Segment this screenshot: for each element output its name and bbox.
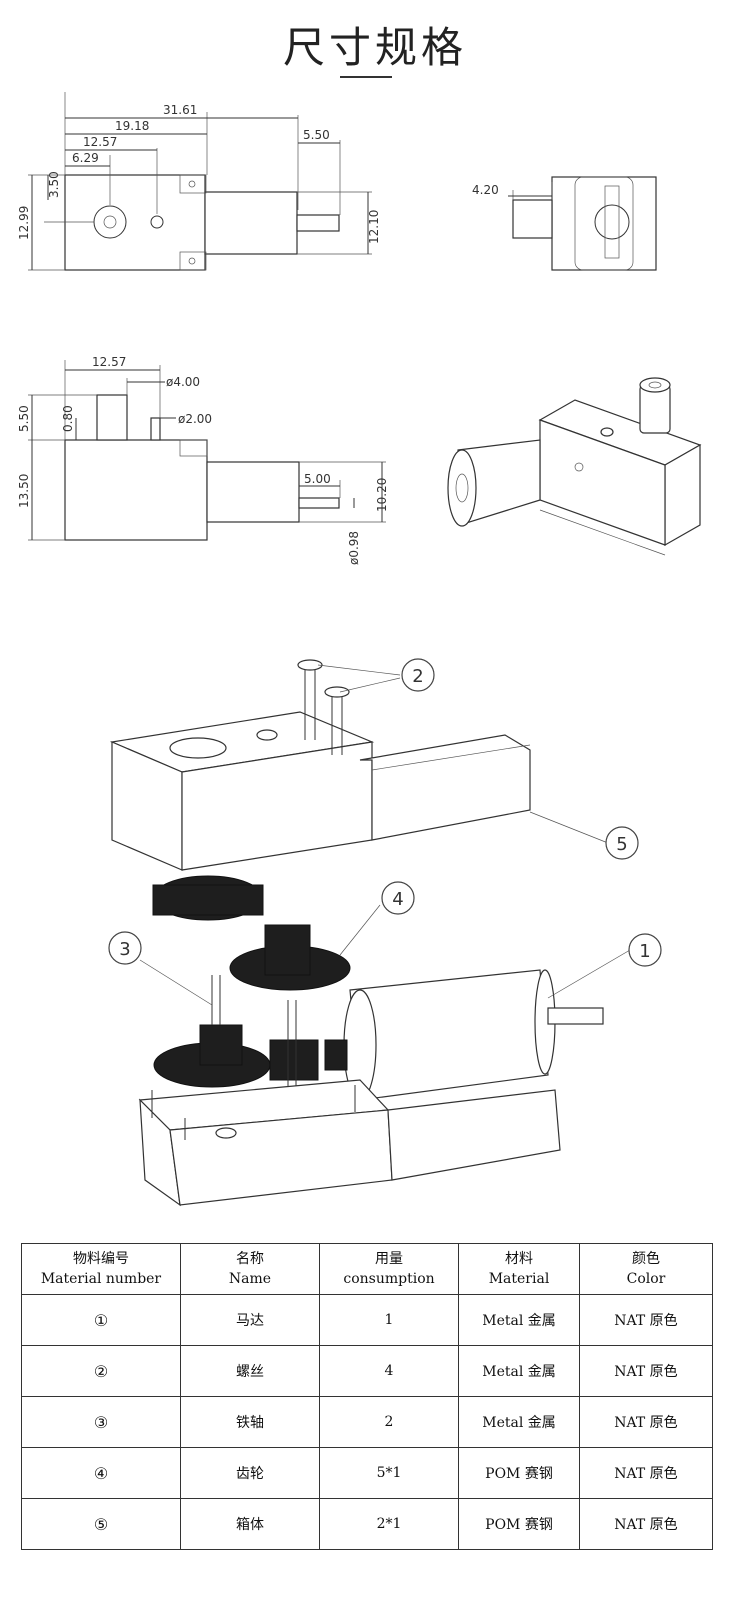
pin-side bbox=[150, 417, 161, 441]
cell-material: Metal 金属 bbox=[458, 1396, 580, 1448]
end-view: 4.20 bbox=[472, 176, 657, 271]
dim-gearbox-height: 12.99 bbox=[17, 206, 31, 240]
cell-qty: 2 bbox=[319, 1396, 459, 1448]
front-view: 31.61 19.18 12.57 6.29 5.50 12.99 3.50 1… bbox=[17, 92, 381, 271]
dim-pin-height: 0.80 bbox=[61, 405, 75, 432]
callout-1-label: 1 bbox=[639, 941, 650, 962]
cell-qty: 2*1 bbox=[319, 1498, 459, 1550]
side-view: 12.57 ø4.00 ø2.00 5.50 0.80 13.50 5.00 1… bbox=[17, 355, 389, 565]
cell-number: ④ bbox=[21, 1447, 181, 1499]
callout-4 bbox=[381, 881, 415, 915]
output-shaft-side bbox=[96, 394, 128, 441]
cell-number: ③ bbox=[21, 1396, 181, 1448]
gearbox-body-end bbox=[551, 176, 657, 271]
cell-qty: 4 bbox=[319, 1345, 459, 1397]
cell-name: 马达 bbox=[180, 1294, 320, 1346]
dim-overall-length: 31.61 bbox=[163, 103, 197, 117]
title-underline bbox=[340, 76, 392, 78]
header-material-number: 物料编号 Material number bbox=[21, 1243, 181, 1295]
dim-hole-offset: 6.29 bbox=[72, 151, 99, 165]
cell-color: NAT 原色 bbox=[579, 1345, 713, 1397]
cell-name: 铁轴 bbox=[180, 1396, 320, 1448]
motor-end-block bbox=[512, 199, 553, 239]
cell-color: NAT 原色 bbox=[579, 1294, 713, 1346]
dim-shaft-diameter: ø4.00 bbox=[166, 375, 200, 389]
dim-shaft-offset: 12.57 bbox=[83, 135, 117, 149]
cell-material: POM 赛钢 bbox=[458, 1498, 580, 1550]
motor-body-side bbox=[206, 461, 300, 523]
cell-number: ⑤ bbox=[21, 1498, 181, 1550]
dim-body-height: 13.50 bbox=[17, 474, 31, 508]
callout-2 bbox=[401, 658, 435, 692]
cell-number: ② bbox=[21, 1345, 181, 1397]
exploded-view: 1 2 3 4 5 bbox=[108, 658, 662, 1207]
header-name: 名称 Name bbox=[180, 1243, 320, 1295]
dim-motor-shaft-length: 5.50 bbox=[303, 128, 330, 142]
dim-hole-from-top: 3.50 bbox=[47, 171, 61, 198]
dim-side-motor-height: 10.20 bbox=[375, 478, 389, 512]
callout-4-label: 4 bbox=[392, 889, 403, 910]
dim-motor-height: 12.10 bbox=[367, 210, 381, 244]
dim-pin-diameter: ø2.00 bbox=[178, 412, 212, 426]
bill-of-materials-table: 物料编号 Material number 名称 Name 用量 consumpt… bbox=[21, 1243, 713, 1550]
cell-material: Metal 金属 bbox=[458, 1294, 580, 1346]
header-material: 材料 Material bbox=[458, 1243, 580, 1295]
header-color: 颜色 Color bbox=[579, 1243, 713, 1295]
motor-shaft-side bbox=[298, 497, 340, 509]
table-row: ① 马达 1 Metal 金属 NAT 原色 bbox=[21, 1294, 713, 1346]
callout-2-label: 2 bbox=[412, 666, 423, 687]
cell-color: NAT 原色 bbox=[579, 1447, 713, 1499]
cell-color: NAT 原色 bbox=[579, 1498, 713, 1550]
callout-5-label: 5 bbox=[616, 834, 627, 855]
mounting-hole bbox=[150, 215, 164, 229]
cell-material: Metal 金属 bbox=[458, 1345, 580, 1397]
table-row: ④ 齿轮 5*1 POM 赛钢 NAT 原色 bbox=[21, 1447, 713, 1499]
page-title: 尺寸规格 bbox=[282, 23, 467, 72]
callout-3 bbox=[108, 931, 142, 965]
cell-qty: 1 bbox=[319, 1294, 459, 1346]
callout-3-label: 3 bbox=[119, 939, 130, 960]
cell-color: NAT 原色 bbox=[579, 1396, 713, 1448]
dim-side-motor-shaft-length: 5.00 bbox=[304, 472, 331, 486]
isometric-view bbox=[447, 377, 702, 556]
table-row: ② 螺丝 4 Metal 金属 NAT 原色 bbox=[21, 1345, 713, 1397]
table-header-row: 物料编号 Material number 名称 Name 用量 consumpt… bbox=[21, 1243, 713, 1295]
motor-body-front bbox=[204, 191, 298, 255]
callout-1 bbox=[628, 933, 662, 967]
motor-shaft-front bbox=[296, 214, 340, 232]
header-consumption: 用量 consumption bbox=[319, 1243, 459, 1295]
dim-side-shaft-height: 5.50 bbox=[17, 405, 31, 432]
cell-name: 箱体 bbox=[180, 1498, 320, 1550]
table-row: ⑤ 箱体 2*1 POM 赛钢 NAT 原色 bbox=[21, 1498, 713, 1550]
dim-gearbox-length: 19.18 bbox=[115, 119, 149, 133]
dim-flat-width: 4.20 bbox=[472, 183, 499, 197]
table-row: ③ 铁轴 2 Metal 金属 NAT 原色 bbox=[21, 1396, 713, 1448]
cell-material: POM 赛钢 bbox=[458, 1447, 580, 1499]
cell-number: ① bbox=[21, 1294, 181, 1346]
dim-side-shaft-offset: 12.57 bbox=[92, 355, 126, 369]
gearbox-body-side bbox=[64, 439, 208, 541]
gearbox-body-front bbox=[64, 174, 206, 271]
technical-drawing: 31.61 19.18 12.57 6.29 5.50 12.99 3.50 1… bbox=[17, 92, 702, 1207]
dim-motor-shaft-diameter: ø0.98 bbox=[347, 531, 361, 565]
cell-qty: 5*1 bbox=[319, 1447, 459, 1499]
cell-name: 螺丝 bbox=[180, 1345, 320, 1397]
output-shaft-end bbox=[594, 204, 630, 240]
cell-name: 齿轮 bbox=[180, 1447, 320, 1499]
callout-5 bbox=[605, 826, 639, 860]
